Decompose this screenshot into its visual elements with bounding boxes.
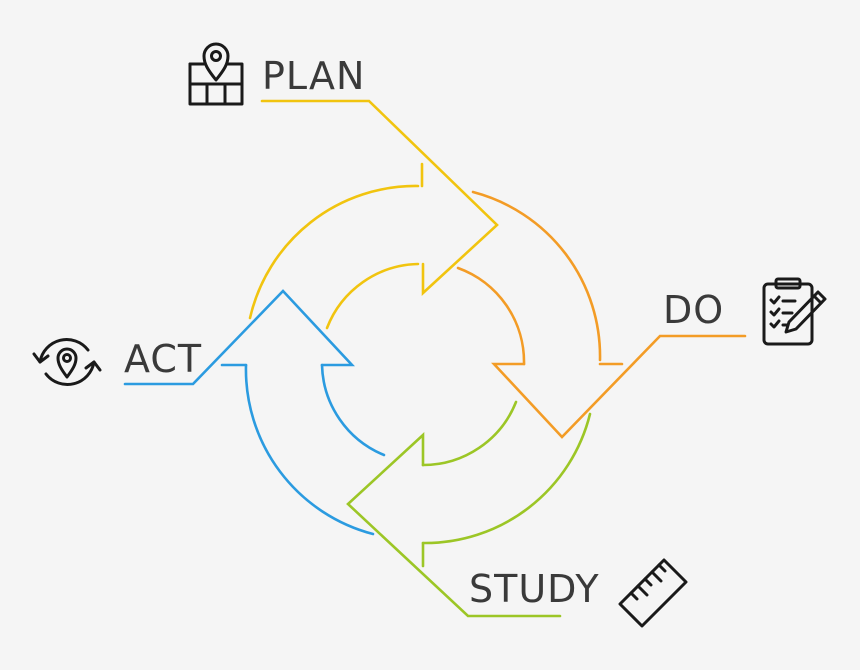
act-outer-arc	[244, 363, 375, 536]
study-segment	[346, 400, 592, 618]
act-segment	[123, 289, 386, 536]
do-arrowhead	[491, 334, 747, 439]
plan-label: PLAN	[262, 54, 365, 98]
study-label: STUDY	[469, 567, 600, 611]
do-outer-arc	[471, 190, 602, 362]
ruler-icon	[618, 558, 688, 628]
act-inner-arc	[320, 363, 386, 457]
plan-inner-arc	[325, 262, 420, 330]
clipboard-icon	[762, 277, 827, 346]
act-label: ACT	[124, 337, 202, 381]
plan-arrowhead	[260, 99, 499, 296]
study-arrowhead	[346, 432, 562, 618]
study-inner-arc	[421, 400, 518, 467]
study-outer-arc	[421, 412, 592, 545]
do-inner-arc	[456, 266, 526, 366]
act-arrowhead	[123, 289, 355, 386]
plan-outer-arc	[248, 184, 420, 320]
plan-segment	[248, 99, 499, 330]
map-pin-icon	[188, 42, 244, 106]
cycle-pin-icon	[32, 337, 102, 387]
do-label: DO	[663, 288, 724, 332]
do-segment	[456, 190, 747, 439]
